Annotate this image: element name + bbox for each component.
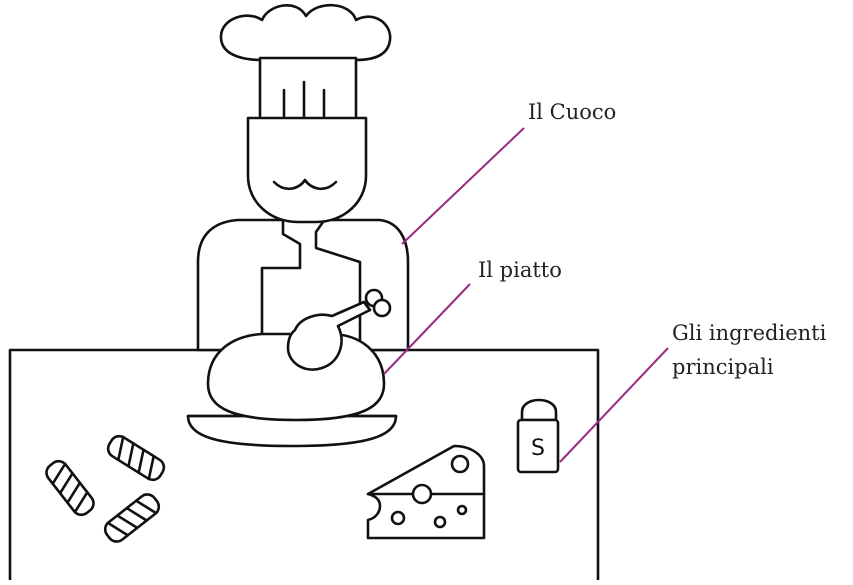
salt-shaker-letter: S xyxy=(531,436,545,461)
cheese-icon xyxy=(366,444,486,540)
label-ingredients-line1: Gli ingredienti xyxy=(672,321,827,345)
salt-shaker-icon: S xyxy=(516,398,560,474)
leader-line-ingredients xyxy=(559,347,669,463)
roast-chicken-icon xyxy=(206,288,392,422)
leader-line-dish xyxy=(383,283,471,375)
fusilli-pasta-icon xyxy=(45,434,166,543)
chef-hat-icon xyxy=(219,3,392,122)
label-ingredients-line2: principali xyxy=(672,355,774,379)
leader-line-cook xyxy=(401,127,525,245)
label-cook: Il Cuoco xyxy=(528,100,616,124)
chef-face-icon xyxy=(246,116,368,224)
leader-lines xyxy=(383,127,669,463)
label-dish: Il piatto xyxy=(478,258,562,282)
